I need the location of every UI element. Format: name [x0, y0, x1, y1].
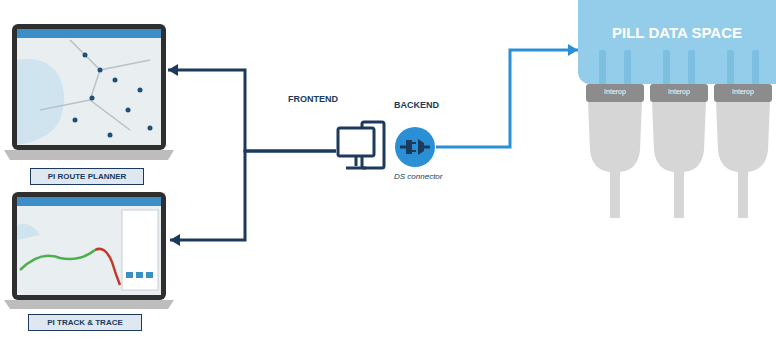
- node-label: Interop: [650, 88, 708, 95]
- ds-connector: BACKENDDS connector: [394, 126, 436, 168]
- data-space: PILL DATA SPACE: [578, 0, 776, 84]
- node-label: PI TRACK & TRACE: [28, 314, 142, 331]
- node-label: PILL DATA SPACE: [578, 24, 776, 41]
- connector-arrow: [168, 70, 336, 151]
- interop-plug: Interop: [714, 84, 772, 102]
- node-label: Interop: [714, 88, 772, 95]
- frontend-computer: FRONTEND: [336, 120, 386, 170]
- laptop-track-trace: [4, 192, 174, 309]
- connector-arrow: [170, 151, 336, 240]
- node-label: PI ROUTE PLANNER: [30, 168, 144, 185]
- node-label: Interop: [586, 88, 644, 95]
- app-laptop: PI ROUTE PLANNER: [8, 22, 168, 190]
- node-label: BACKEND: [394, 100, 439, 110]
- node-label: FRONTEND: [288, 94, 338, 104]
- ds-connector-icon: [395, 127, 435, 167]
- interop-plug: Interop: [586, 84, 644, 102]
- node-sublabel: DS connector: [394, 172, 442, 181]
- data-space-fill: [578, 0, 776, 84]
- interop-plug: Interop: [650, 84, 708, 102]
- app-laptop: PI TRACK & TRACE: [8, 190, 170, 336]
- computer-icon: [338, 122, 384, 168]
- laptop-route-planner: [4, 24, 174, 160]
- interop-plugs: [586, 50, 772, 218]
- connector-arrow: [436, 50, 578, 147]
